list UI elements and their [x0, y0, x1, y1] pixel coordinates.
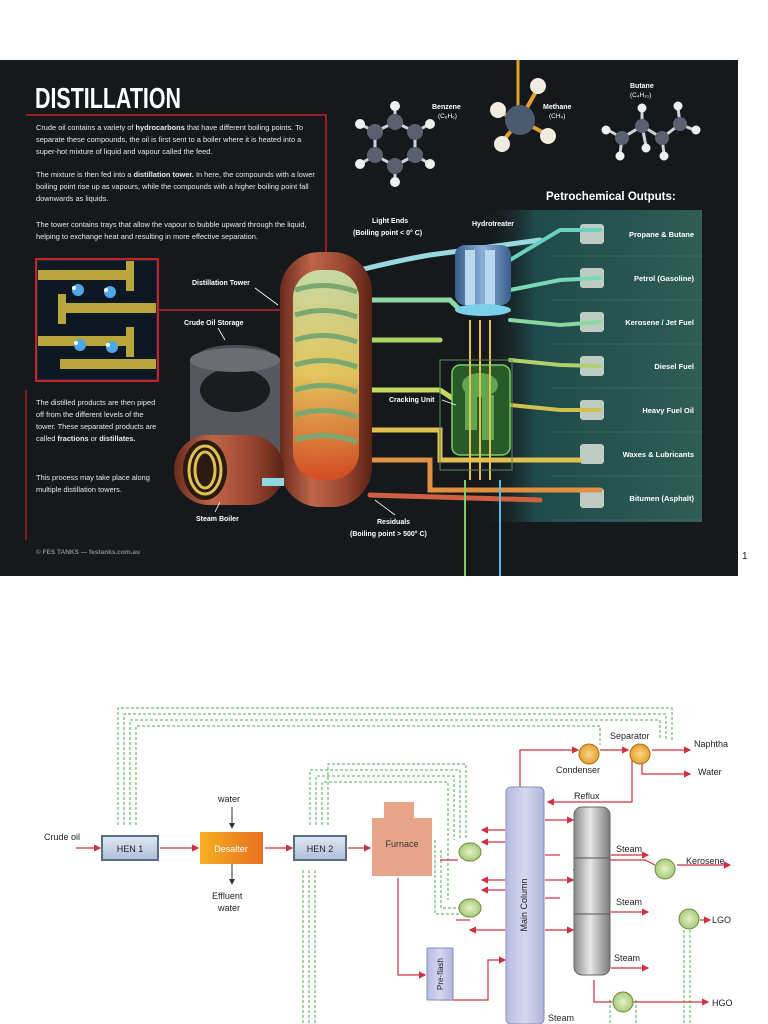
furnace-label: Furnace	[385, 839, 418, 849]
desalter-label: Desalter	[214, 844, 248, 854]
exchanger-icon	[678, 908, 700, 930]
methane-molecule-icon	[490, 60, 556, 152]
effluent-label: Effluent	[212, 891, 243, 901]
label-crude-oil-storage: Crude Oil Storage	[184, 320, 244, 327]
steam-label-3: Steam	[614, 953, 640, 963]
hydrotreater	[455, 245, 511, 316]
paragraph-4: The distilled products are then piped of…	[36, 398, 158, 443]
separator-label: Separator	[610, 731, 650, 741]
intro-paragraphs: Crude oil contains a variety of hydrocar…	[36, 123, 317, 241]
kerosene-label: Kerosene	[686, 856, 725, 866]
lower-paragraphs: The distilled products are then piped of…	[36, 398, 158, 494]
label-light-ends: Light Ends	[372, 218, 408, 225]
output-label: Diesel Fuel	[654, 362, 694, 371]
gas-cylinder-icon	[580, 224, 604, 244]
asphalt-icon	[580, 488, 604, 508]
oil-can-icon	[580, 444, 604, 464]
furnace-unit: Furnace	[372, 802, 432, 876]
hen1-heat-exchanger: HEN 1	[101, 835, 159, 861]
paragraph-5: This process may take place along multip…	[36, 473, 152, 494]
distillation-infographic: DISTILLATION Crude oil contains a variet…	[0, 60, 738, 576]
exchanger-icon	[654, 858, 676, 880]
steam-bottom-label: Steam	[548, 1013, 574, 1023]
cracking-unit	[439, 320, 513, 480]
exchanger-icon	[612, 991, 634, 1013]
hen2-label: HEN 2	[307, 844, 334, 854]
benzene-formula: (C₆H₆)	[438, 113, 457, 120]
lgo-label: LGO	[712, 915, 731, 925]
desalter-unit: Desalter	[200, 832, 263, 864]
paragraph-3: The tower contains trays that allow the …	[36, 220, 309, 241]
label-hydrotreater: Hydrotreater	[472, 221, 514, 228]
benzene-label: Benzene	[432, 104, 461, 111]
label-cracking-unit: Cracking Unit	[389, 397, 435, 404]
steam-label-1: Steam	[616, 844, 642, 854]
output-label: Kerosene / Jet Fuel	[625, 318, 694, 327]
preflash-drum: Pre-flash	[426, 947, 454, 1001]
reflux-label: Reflux	[574, 791, 600, 801]
condenser-icon	[578, 743, 600, 765]
exchanger-icon	[458, 898, 482, 918]
side-stripper	[573, 806, 611, 976]
hgo-label: HGO	[712, 998, 733, 1008]
main-column-label: Main Column	[519, 878, 529, 931]
water-out-label: Water	[698, 767, 722, 777]
naphtha-label: Naphtha	[694, 739, 728, 749]
text-frame	[26, 114, 327, 311]
refinery-process-diagram: HEN 1 Desalter HEN 2 Furnace Pre-flash M…	[44, 707, 733, 1024]
methane-label: Methane	[543, 104, 572, 111]
page-number: 1	[742, 551, 748, 562]
condenser-label: Condenser	[556, 765, 600, 775]
label-light-ends-bp: (Boiling point < 0° C)	[353, 229, 422, 237]
exchanger-icons	[458, 743, 700, 1013]
butane-molecule-icon	[601, 101, 701, 161]
butane-formula: (C₄H₁₀)	[630, 92, 651, 99]
output-label: Heavy Fuel Oil	[642, 406, 694, 415]
outputs-heading: Petrochemical Outputs:	[546, 191, 676, 203]
output-label: Waxes & Lubricants	[623, 450, 694, 459]
output-label: Bitumen (Asphalt)	[629, 494, 694, 503]
label-residuals-bp: (Boiling point > 500° C)	[350, 530, 427, 538]
benzene-molecule-icon	[355, 101, 435, 187]
infographic-title: DISTILLATION	[35, 83, 181, 115]
effluent-water-label: water	[217, 903, 240, 913]
crude-oil-label: Crude oil	[44, 832, 80, 842]
heat-integration-lines	[117, 707, 691, 1024]
methane-formula: (CH₄)	[549, 113, 565, 120]
main-column: Main Column	[505, 786, 545, 1024]
output-row: Bitumen (Asphalt)	[552, 488, 702, 521]
butane-label: Butane	[630, 83, 654, 90]
separator-icon	[629, 743, 651, 765]
label-steam-boiler: Steam Boiler	[196, 516, 239, 523]
hen2-heat-exchanger: HEN 2	[293, 835, 347, 861]
steam-boiler	[174, 435, 284, 505]
preflash-label: Pre-flash	[436, 958, 445, 990]
hen1-label: HEN 1	[117, 844, 144, 854]
tray-detail-inset	[35, 258, 159, 382]
distillation-tower	[280, 252, 372, 507]
product-pipes	[357, 228, 603, 503]
output-label: Petrol (Gasoline)	[634, 274, 695, 283]
exchanger-icon	[458, 842, 482, 862]
steam-label-2: Steam	[616, 897, 642, 907]
label-distillation-tower: Distillation Tower	[192, 280, 250, 287]
paragraph-2: The mixture is then fed into a distillat…	[36, 170, 317, 203]
process-flow-lines	[76, 746, 732, 1006]
water-in-label: water	[217, 794, 240, 804]
paragraph-1: Crude oil contains a variety of hydrocar…	[36, 123, 305, 156]
output-row: Waxes & Lubricants	[552, 444, 702, 477]
output-label: Propane & Butane	[629, 230, 694, 239]
label-residuals: Residuals	[377, 519, 410, 526]
infographic-footer: © FES TANKS — festanks.com.au	[36, 548, 140, 556]
